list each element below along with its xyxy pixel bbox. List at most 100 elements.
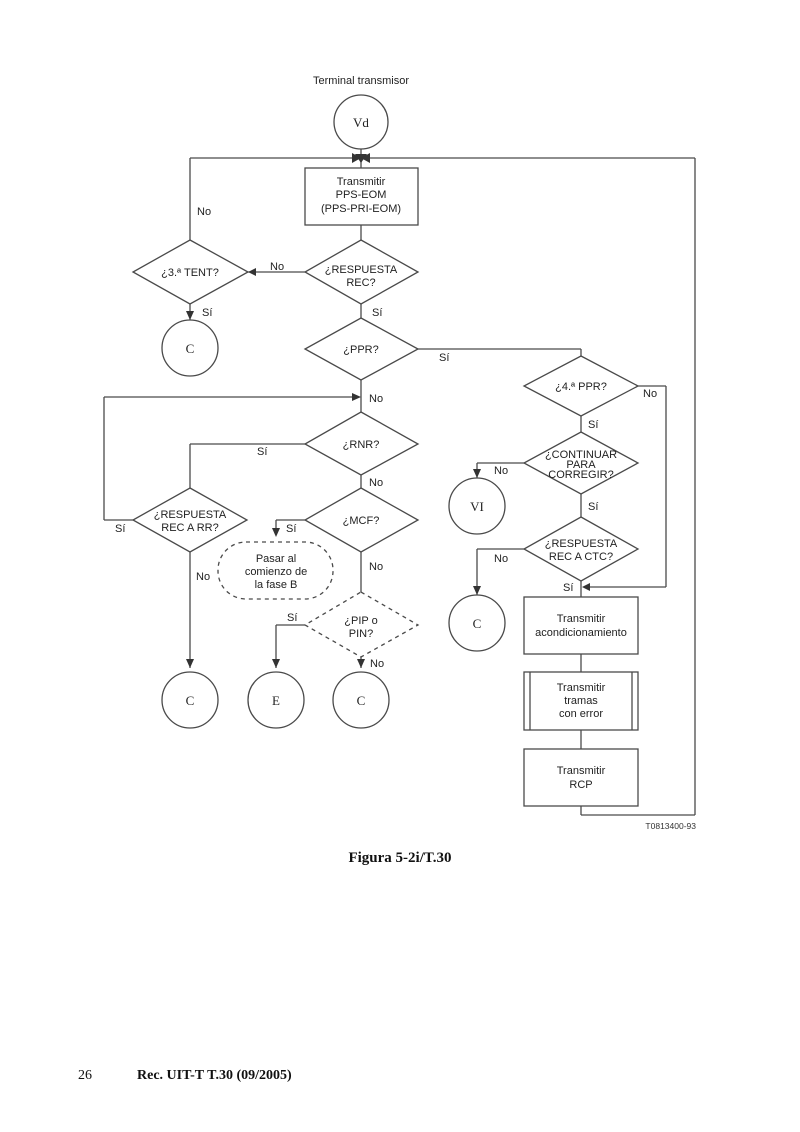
process-transmit-rcp: Transmitir RCP [523,748,639,807]
decision-text: REC? [346,277,375,289]
arrow-icon [582,583,590,591]
connector-vi: VI [448,477,506,535]
label-yes: Sí [115,523,125,535]
connector-c-ctc: C [448,594,506,652]
arrow-icon [357,659,365,668]
decision-text: ¿PPR? [343,344,378,356]
decision-resp-rec: ¿RESPUESTA REC? [303,239,420,305]
label-yes: Sí [287,612,297,624]
decision-text: CORREGIR? [548,469,613,481]
connector-c-pip: C [332,671,390,729]
arrow-icon [361,153,370,163]
label-no: No [369,477,383,489]
page-number: 26 [78,1068,92,1083]
connector-c-3tent: C [161,319,219,377]
decision-text: ¿RNR? [343,439,380,451]
connector-label: C [473,616,482,631]
header-label: Terminal transmisor [313,75,409,87]
label-yes: Sí [372,307,382,319]
process-text: con error [559,708,603,720]
decision-text: PIN? [349,628,373,640]
decision-rnr: ¿RNR? [303,411,420,476]
label-yes: Sí [257,446,267,458]
decision-text: ¿CONTINUAR [545,449,617,461]
arrow-icon [473,586,481,595]
label-no: No [494,553,508,565]
arrow-icon [272,659,280,668]
connector-c-rr: C [161,671,219,729]
label-no: No [369,561,383,573]
decision-text: ¿MCF? [343,515,380,527]
connector-label: E [272,693,280,708]
arrow-icon [186,659,194,668]
decision-text: REC A CTC? [549,551,613,563]
decision-third-try: ¿3.ª TENT? [131,239,250,305]
arrow-icon [352,393,361,401]
decision-continue-correct: ¿CONTINUAR PARA CORREGIR? [522,431,640,495]
decision-resp-ctc: ¿RESPUESTA REC A CTC? [522,516,640,582]
flow-lines [103,143,696,816]
label-no: No [270,261,284,273]
decision-text: ¿RESPUESTA [545,538,618,550]
decision-text: PARA [566,459,596,471]
label-no: No [494,465,508,477]
process-transmit-training: Transmitir acondicionamiento [523,596,639,655]
arrow-icon [186,311,194,320]
decision-fourth-ppr: ¿4.ª PPR? [522,355,640,417]
decision-text: ¿PIP o [344,615,377,627]
decision-ppr: ¿PPR? [303,317,420,381]
connector-e: E [247,671,305,729]
label-yes: Sí [588,501,598,513]
process-text: comienzo de [245,566,307,578]
process-text: RCP [569,779,592,791]
connector-label: C [186,341,195,356]
decision-mcf: ¿MCF? [303,487,420,553]
label-yes: Sí [563,582,573,594]
process-text: Transmitir [557,682,606,694]
process-text: Transmitir [557,613,606,625]
label-yes: Sí [588,419,598,431]
footer-reference: Rec. UIT-T T.30 (09/2005) [137,1068,292,1083]
arrow-icon [473,469,481,478]
process-transmit-frames: Transmitir tramas con error [523,671,639,731]
label-no: No [643,388,657,400]
flowchart: Terminal transmisor [103,75,696,831]
process-text: PPS-EOM [336,189,387,201]
decision-resp-rr: ¿RESPUESTA REC A RR? [131,487,249,553]
arrow-icon [272,528,280,537]
decision-text: REC A RR? [161,522,218,534]
figure-caption: Figura 5-2i/T.30 [348,850,452,866]
label-yes: Sí [202,307,212,319]
process-transmit-pps: Transmitir PPS-EOM (PPS-PRI-EOM) [304,167,419,226]
decision-pip-pin: ¿PIP o PIN? [303,591,420,658]
process-text: (PPS-PRI-EOM) [321,203,401,215]
label-yes: Sí [439,352,449,364]
process-text: Transmitir [337,176,386,188]
decision-text: ¿4.ª PPR? [555,381,607,393]
decision-text: ¿RESPUESTA [154,509,227,521]
label-no: No [370,658,384,670]
connector-label: C [186,693,195,708]
connector-label: C [357,693,366,708]
process-text: la fase B [255,579,298,591]
connector-label: VI [470,499,484,514]
arrowheads [186,153,590,668]
process-text: tramas [564,695,598,707]
label-no: No [197,206,211,218]
connector-label: Vd [353,115,369,130]
connector-vd: Vd [333,94,389,150]
label-no: No [196,571,210,583]
process-text: Pasar al [256,553,296,565]
decision-text: ¿RESPUESTA [325,264,398,276]
process-text: Transmitir [557,765,606,777]
label-yes: Sí [286,523,296,535]
decision-text: ¿3.ª TENT? [161,267,219,279]
arrow-icon [352,153,361,163]
branch-labels: No No Sí Sí Sí No Sí No Sí Sí No No Sí N… [115,206,657,670]
process-text: acondicionamiento [535,627,627,639]
arrow-icon [355,154,367,163]
arrow-icon [248,268,256,276]
label-no: No [369,393,383,405]
process-goto-phase-b: Pasar al comienzo de la fase B [217,541,334,600]
figure-code: T0813400-93 [645,821,696,831]
